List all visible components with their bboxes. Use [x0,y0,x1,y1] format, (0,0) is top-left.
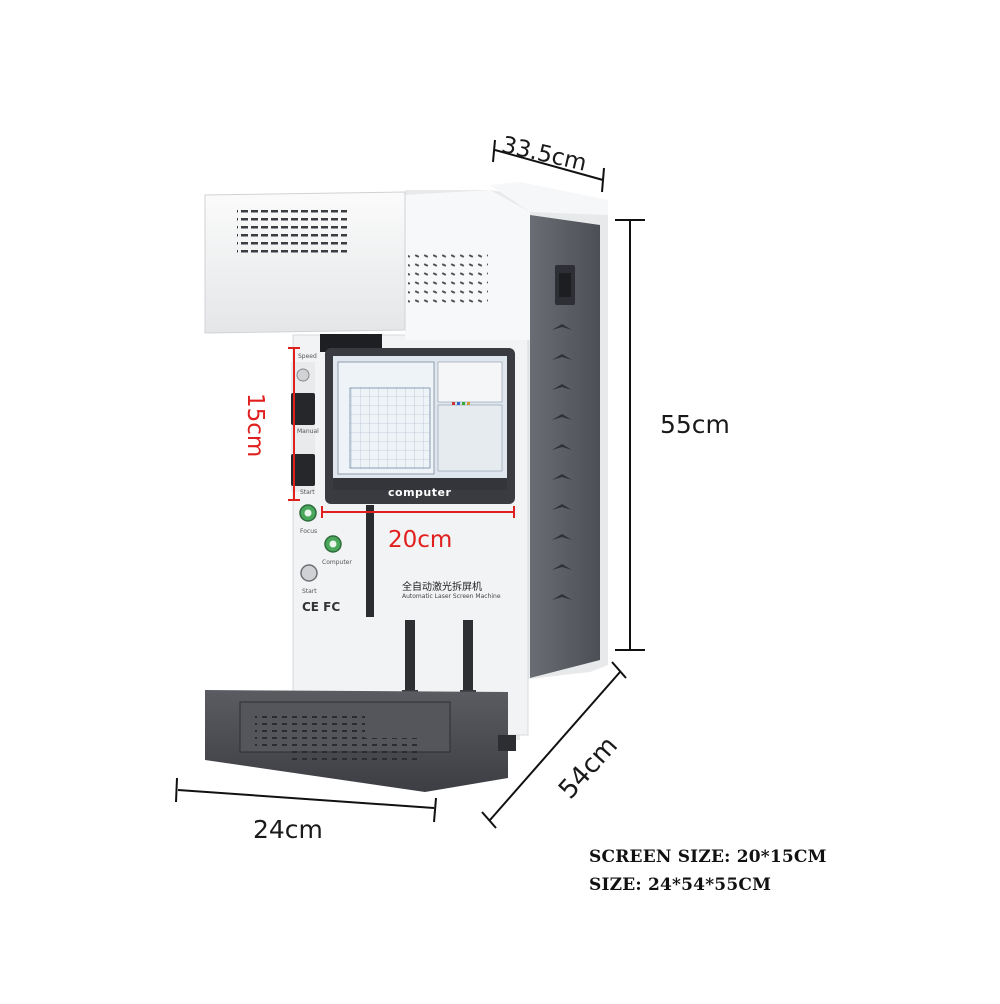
button-label-start-top: Start [300,489,315,496]
width-dimension-label: 24cm [253,815,323,844]
touch-screen [325,348,515,504]
certification-marks: CE FC [302,600,341,614]
button-label-computer: Computer [322,559,352,566]
button-label-start: Start [302,588,317,595]
laser-head [204,191,406,352]
work-tray [205,690,516,792]
height-dimension-label: 55cm [660,410,730,439]
machine-title-en: Automatic Laser Screen Machine [402,593,501,600]
screen-height-label: 15cm [242,393,268,458]
screen-size-spec: SCREEN SIZE: 20*15CM [589,847,827,867]
button-label-manual: Manual [297,428,319,435]
screen-width-label: 20cm [388,527,453,553]
screen-brand-label: computer [388,486,452,499]
overall-size-spec: SIZE: 24*54*55CM [589,875,772,895]
button-label-speed: Speed [298,353,317,360]
machine-title-cn: 全自动激光拆屏机 [402,582,482,593]
screen-dimension-lines [288,347,515,518]
button-label-focus: Focus [300,528,318,535]
dimension-lines [175,139,645,829]
